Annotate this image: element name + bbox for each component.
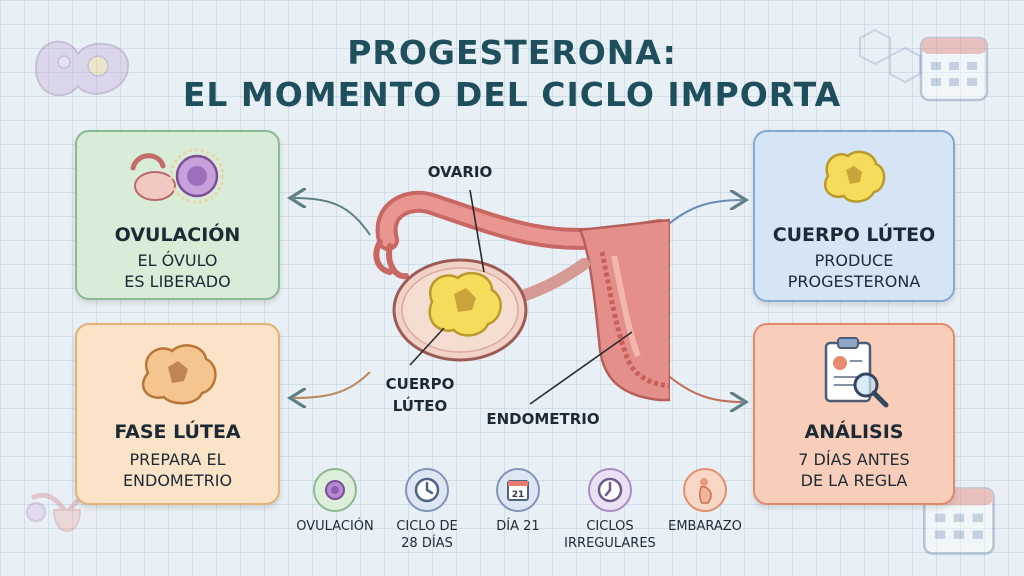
luteal-body-icon (141, 344, 216, 405)
card-fase-lutea: FASE LÚTEA PREPARA EL ENDOMETRIO (75, 323, 280, 505)
page-title-line-1: PROGESTERONA: (347, 33, 677, 72)
label-cuerpo-luteo-line-2: LÚTEO (392, 397, 448, 415)
arrow-to-cuerpo-luteo (663, 200, 742, 229)
ovulation-icon (130, 148, 224, 204)
card-ovulacion-title: OVULACIÓN (114, 224, 241, 246)
bottom-item-label: DÍA 21 (496, 519, 540, 534)
card-ovulacion: OVULACIÓN EL ÓVULO ES LIBERADO (75, 130, 280, 300)
card-fase-lutea-line-2: ENDOMETRIO (122, 471, 233, 490)
irregular-clock-icon (588, 468, 632, 512)
reproductive-anatomy-illustration (373, 189, 670, 405)
arrow-to-ovulacion (294, 198, 371, 236)
card-cuerpo-luteo: CUERPO LÚTEO PRODUCE PROGESTERONA (753, 130, 955, 302)
calendar-day-number: 21 (512, 490, 525, 500)
bottom-item-label-line-1: CICLO DE (396, 519, 458, 534)
card-analisis-line-2: DE LA REGLA (800, 471, 908, 490)
corpus-luteum-icon (823, 150, 886, 203)
bottom-item-embarazo: EMBARAZO (655, 468, 755, 535)
pregnancy-icon (683, 468, 727, 512)
card-cuerpo-luteo-line-2: PROGESTERONA (787, 272, 921, 291)
clipboard-magnifier-icon (824, 337, 889, 408)
page-title-line-2: EL MOMENTO DEL CICLO IMPORTA (182, 75, 842, 114)
ovary-decoration-icon (34, 40, 130, 97)
bottom-item-label: EMBARAZO (668, 519, 742, 534)
card-ovulacion-line-2: ES LIBERADO (124, 272, 231, 291)
molecule-decoration-icon (859, 28, 921, 84)
arrow-to-analisis (663, 371, 742, 402)
card-fase-lutea-title: FASE LÚTEA (114, 421, 241, 443)
bottom-item-ciclo-28: CICLO DE 28 DÍAS (377, 468, 477, 552)
card-analisis-line-1: 7 DÍAS ANTES (798, 450, 910, 469)
card-fase-lutea-line-1: PREPARA EL (129, 450, 226, 469)
card-cuerpo-luteo-line-1: PRODUCE (814, 251, 894, 270)
card-analisis: ANÁLISIS 7 DÍAS ANTES DE LA REGLA (753, 323, 955, 505)
card-cuerpo-luteo-title: CUERPO LÚTEO (772, 224, 936, 246)
label-cuerpo-luteo-line-1: CUERPO (385, 375, 455, 393)
calendar-day-icon: 21 (496, 468, 540, 512)
calendar-decoration-icon (919, 36, 989, 102)
bottom-item-label-line-1: CICLOS (586, 519, 634, 534)
cycle-clock-icon (405, 468, 449, 512)
arrow-to-fase-lutea (294, 371, 371, 398)
label-endometrio: ENDOMETRIO (486, 410, 600, 428)
egg-cell-icon (313, 468, 357, 512)
label-ovario: OVARIO (427, 163, 493, 181)
bottom-item-dia-21: 21 DÍA 21 (468, 468, 568, 535)
bottom-item-label: OVULACIÓN (296, 519, 374, 534)
bottom-item-label-line-2: IRREGULARES (564, 536, 656, 551)
card-ovulacion-line-1: EL ÓVULO (137, 251, 218, 270)
bottom-item-ovulacion: OVULACIÓN (285, 468, 385, 535)
card-analisis-title: ANÁLISIS (804, 421, 904, 443)
bottom-item-ciclos-irregulares: CICLOS IRREGULARES (560, 468, 660, 552)
bottom-item-label-line-2: 28 DÍAS (401, 536, 453, 551)
